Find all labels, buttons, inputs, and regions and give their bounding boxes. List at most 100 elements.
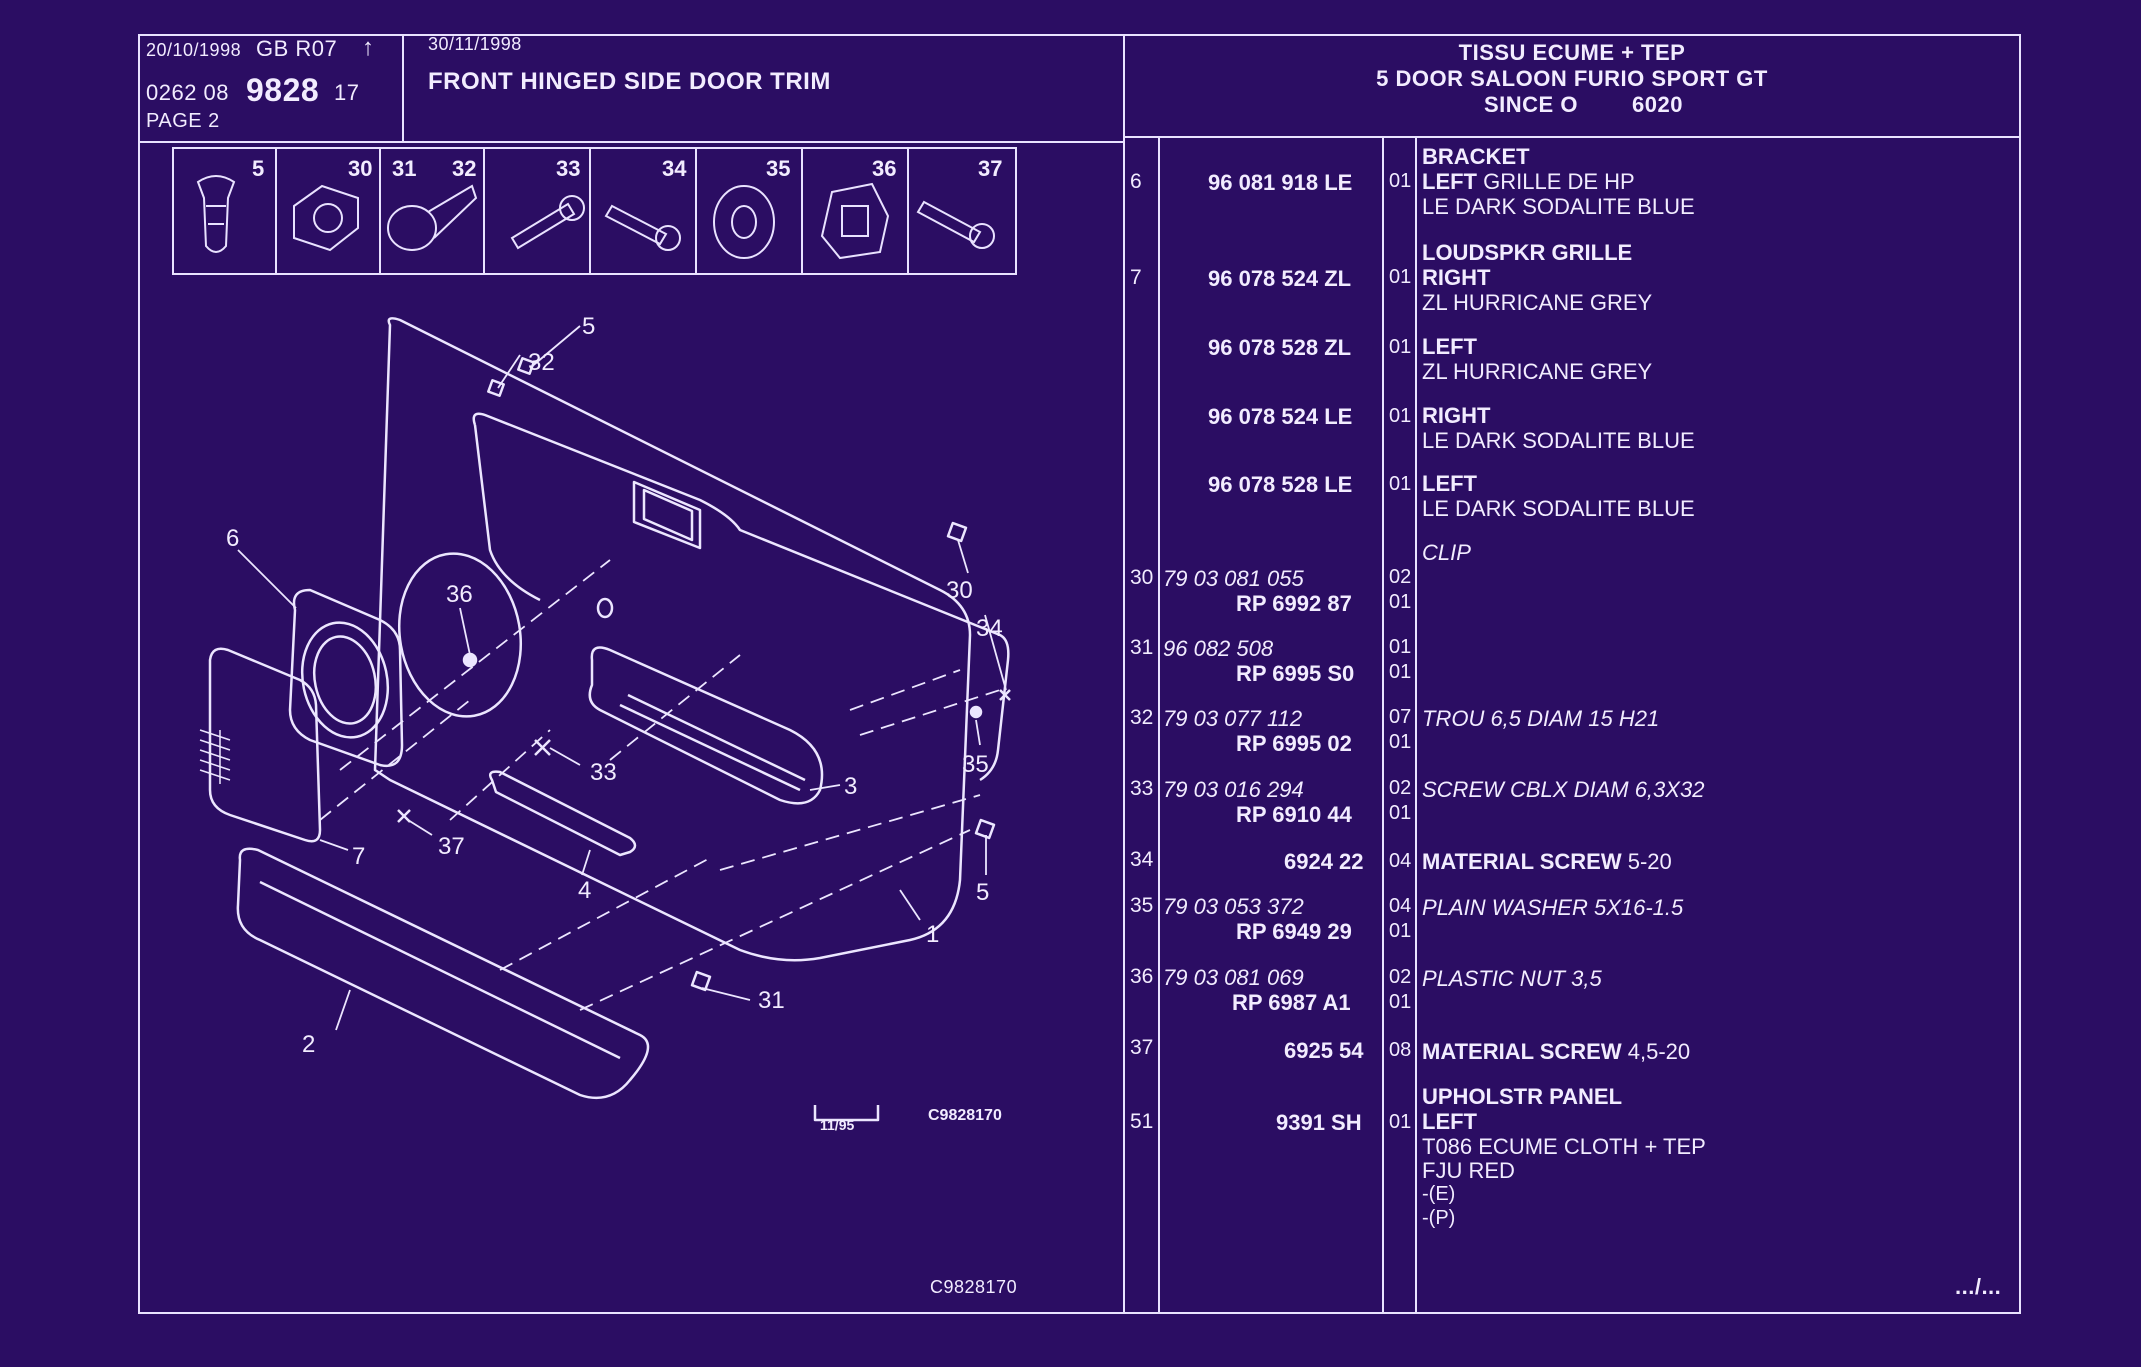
washer-icon	[713, 185, 775, 259]
thumb-label: 37	[978, 156, 1002, 181]
date-right: 30/11/1998	[428, 34, 522, 54]
stamp-label: 11/95	[820, 1117, 854, 1133]
row-number: 51	[1130, 1110, 1154, 1133]
part-side: RIGHT	[1422, 265, 1491, 290]
part-colour: LE DARK SODALITE BLUE	[1422, 194, 1695, 219]
callout-label: 3	[844, 773, 857, 800]
part-colour: LE DARK SODALITE BLUE	[1422, 428, 1695, 453]
callout-label: 34	[976, 615, 1003, 642]
page-number: PAGE 2	[146, 110, 220, 132]
header-right-since: SINCE O	[1484, 92, 1578, 117]
divider-col-qty	[1382, 136, 1384, 1314]
section-label-clip: CLIP	[1422, 540, 1471, 565]
row-number: 35	[1130, 894, 1154, 917]
thumb-label: 5	[252, 156, 264, 181]
part-reference: 96 082 508	[1163, 636, 1274, 661]
divider-col-desc	[1415, 136, 1417, 1314]
thumb-label: 35	[766, 156, 790, 181]
part-type: MATERIAL SCREW	[1422, 849, 1622, 874]
callout-label: 5	[582, 313, 595, 340]
thumb-label: 36	[872, 156, 896, 181]
thumb-label: 30	[348, 156, 372, 181]
part-reference: 96 081 918 LE	[1208, 170, 1353, 195]
header-right-line1: TISSU ECUME + TEP	[1458, 40, 1686, 65]
part-variant: -(P)	[1422, 1207, 1456, 1229]
thumb-label: 32	[452, 156, 476, 181]
callout-label: 32	[528, 349, 555, 376]
part-colour: FJU RED	[1422, 1158, 1515, 1183]
code-main: 9828	[246, 72, 320, 108]
divider-header-left	[402, 34, 404, 142]
part-quantity: 04	[1389, 850, 1412, 872]
part-description: BRACKET	[1422, 144, 1530, 169]
thumb-label: 31	[392, 156, 416, 181]
part-side: LEFT	[1422, 334, 1477, 359]
clip-icon	[196, 175, 236, 253]
row-number: 6	[1130, 170, 1142, 193]
part-reference: 79 03 016 294	[1163, 777, 1304, 802]
clip-icon	[387, 184, 478, 251]
row-number: 33	[1130, 777, 1154, 800]
header-right-code: 6020	[1632, 92, 1683, 117]
part-colour: LE DARK SODALITE BLUE	[1422, 496, 1695, 521]
part-reference: 96 078 528 ZL	[1208, 335, 1352, 360]
row-number: 30	[1130, 566, 1154, 589]
callout-label: 36	[446, 581, 473, 608]
part-description: MATERIAL SCREW 4,5-20	[1422, 1039, 1690, 1064]
part-reference: RP 6987 A1	[1232, 990, 1351, 1015]
part-type: MATERIAL SCREW	[1422, 1039, 1622, 1064]
callout-label: 37	[438, 833, 465, 860]
part-side: RIGHT	[1422, 403, 1491, 428]
part-reference: 96 078 524 ZL	[1208, 266, 1352, 291]
part-quantity: 08	[1389, 1039, 1412, 1061]
part-side: LEFT	[1422, 1109, 1477, 1134]
thumb-label: 34	[662, 156, 687, 181]
code-suffix: 17	[334, 80, 360, 105]
part-size: 5-20	[1621, 849, 1672, 874]
header-right-line2: 5 DOOR SALOON FURIO SPORT GT	[1376, 66, 1768, 91]
part-description: MATERIAL SCREW 5-20	[1422, 849, 1672, 874]
part-reference: RP 6992 87	[1236, 591, 1352, 616]
row-number: 37	[1130, 1036, 1154, 1059]
part-quantity: 07	[1389, 706, 1412, 728]
part-quantity: 02	[1389, 777, 1412, 799]
part-reference: RP 6910 44	[1236, 802, 1352, 827]
part-size: 4,5-20	[1621, 1039, 1691, 1064]
callout-label: 5	[976, 879, 989, 906]
part-reference: 79 03 053 372	[1163, 894, 1304, 919]
part-quantity: 01	[1389, 591, 1412, 613]
part-description: SCREW CBLX DIAM 6,3X32	[1422, 777, 1705, 802]
code-prefix: 0262 08	[146, 80, 230, 105]
part-description: TROU 6,5 DIAM 15 H21	[1422, 706, 1660, 731]
callout-label: 1	[926, 921, 939, 948]
row-number: 7	[1130, 266, 1142, 289]
door-trim-diagram: 5 32 6 36 30 34 35 33 3 37 7 4 5 1 2 31 …	[199, 313, 1011, 1133]
part-quantity: 02	[1389, 966, 1412, 988]
callout-label: 30	[946, 577, 973, 604]
part-quantity: 01	[1389, 473, 1412, 495]
part-reference: 96 078 528 LE	[1208, 472, 1353, 497]
part-quantity: 01	[1389, 266, 1412, 288]
divider-header-bottom-right	[1124, 136, 2021, 138]
part-side: LEFT	[1422, 471, 1477, 496]
part-reference: 6924 22	[1284, 849, 1364, 874]
arrow-up-icon: ↑	[362, 34, 375, 61]
drawing-ref: C9828170	[928, 1107, 1002, 1124]
part-quantity: 01	[1389, 731, 1412, 753]
part-quantity: 02	[1389, 566, 1412, 588]
row-number: 32	[1130, 706, 1154, 729]
callout-label: 31	[758, 987, 785, 1014]
part-reference: 79 03 081 055	[1163, 566, 1304, 591]
part-colour: ZL HURRICANE GREY	[1422, 290, 1653, 315]
part-quantity: 04	[1389, 895, 1412, 917]
part-description: PLAIN WASHER 5X16-1.5	[1422, 895, 1684, 920]
parts-thumbnail-strip: 5 30 31 32 33 34 35 36 37	[172, 146, 1017, 278]
part-colour: ZL HURRICANE GREY	[1422, 359, 1653, 384]
part-quantity: 01	[1389, 802, 1412, 824]
row-number: 34	[1130, 848, 1154, 871]
part-quantity: 01	[1389, 405, 1412, 427]
part-reference: RP 6949 29	[1236, 919, 1352, 944]
part-quantity: 01	[1389, 991, 1412, 1013]
part-reference: 79 03 081 069	[1163, 965, 1304, 990]
part-quantity: 01	[1389, 661, 1412, 683]
